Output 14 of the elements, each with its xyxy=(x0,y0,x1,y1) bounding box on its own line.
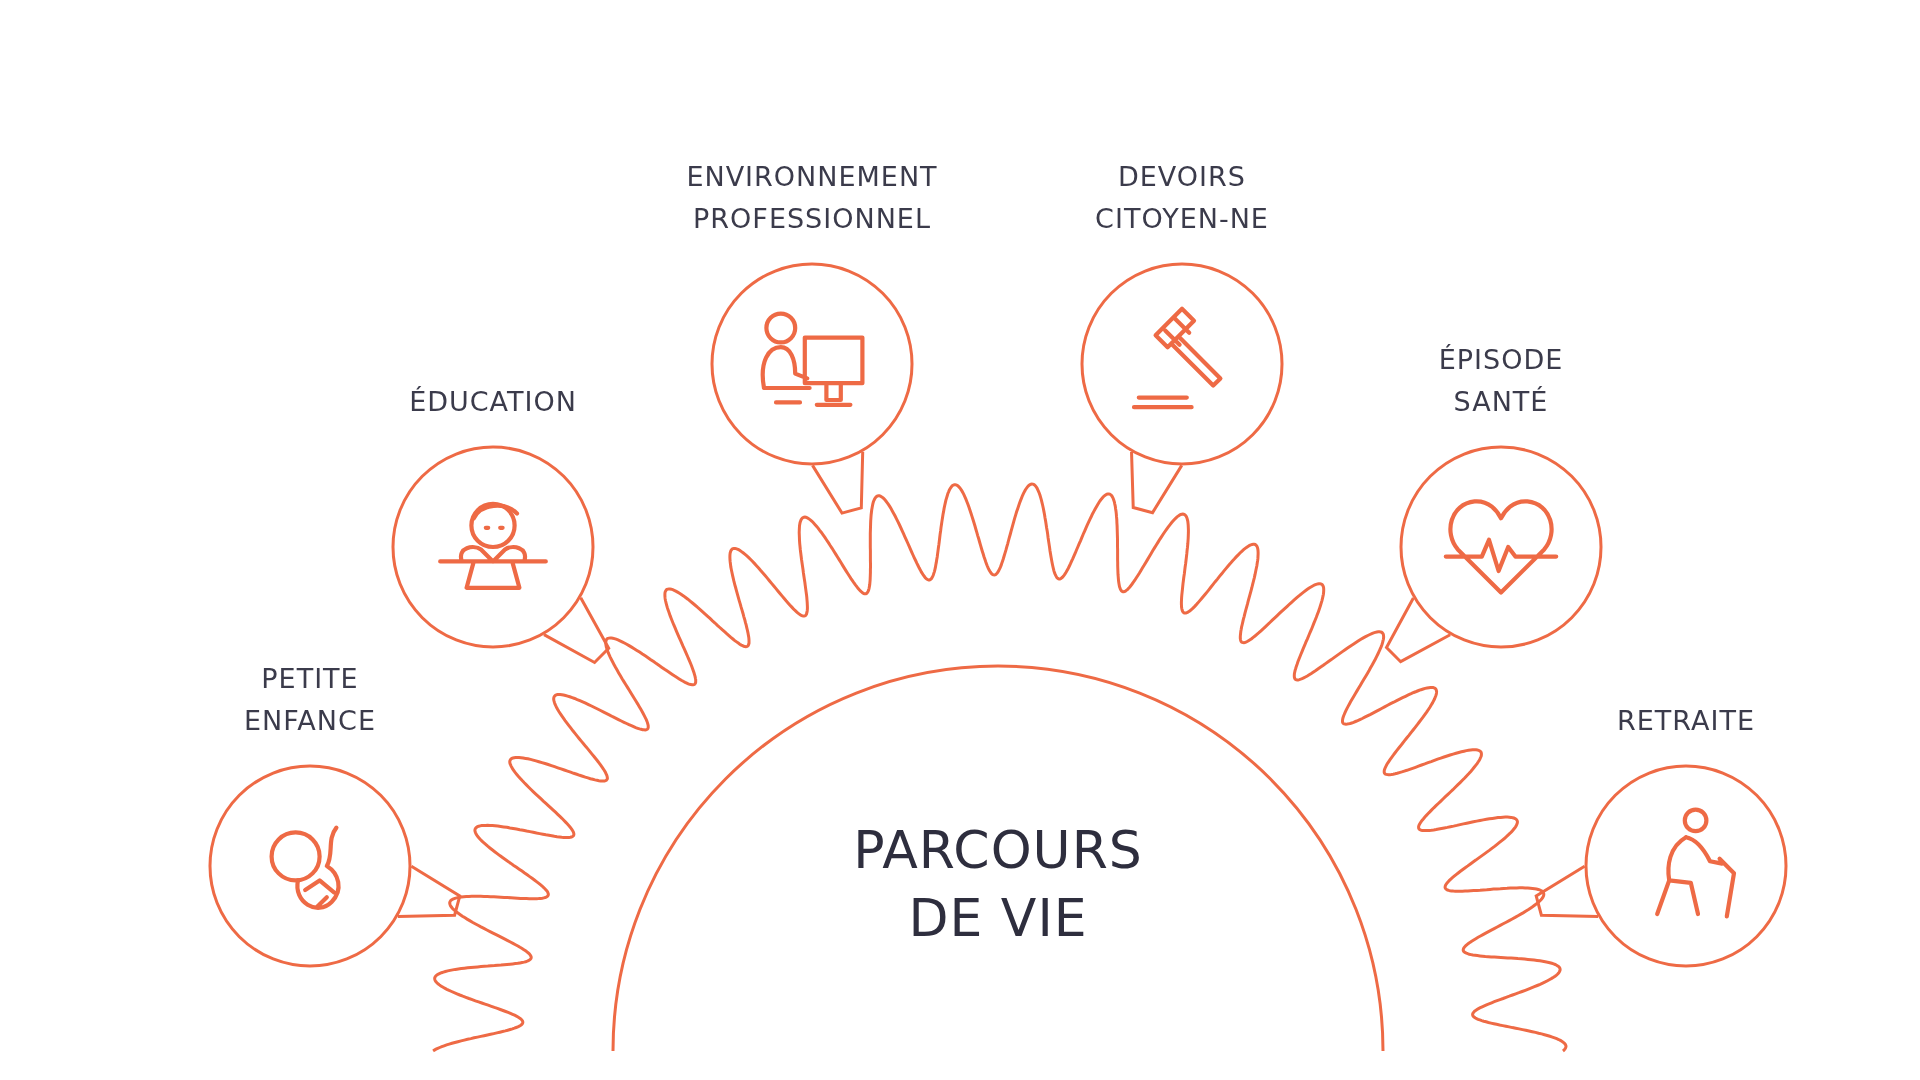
pin-stem xyxy=(1130,451,1184,515)
center-title: PARCOURS DE VIE xyxy=(852,819,1144,950)
pin-stem xyxy=(397,865,462,919)
pin-stem xyxy=(1534,865,1599,919)
wavy-line xyxy=(432,482,1568,1053)
stage-label: PETITE ENFANCE xyxy=(243,662,377,738)
stage-label: ÉDUCATION xyxy=(408,385,578,419)
stage-label: ÉPISODE SANTÉ xyxy=(1437,343,1565,419)
pin-stem xyxy=(811,451,865,515)
stage-label: DEVOIRS CITOYEN-NE xyxy=(1094,160,1270,236)
pin-stem xyxy=(543,597,611,665)
pin-stem xyxy=(1384,597,1451,664)
stage-label: ENVIRONNEMENT PROFESSIONNEL xyxy=(685,160,939,236)
stage-label: RETRAITE xyxy=(1616,704,1756,738)
